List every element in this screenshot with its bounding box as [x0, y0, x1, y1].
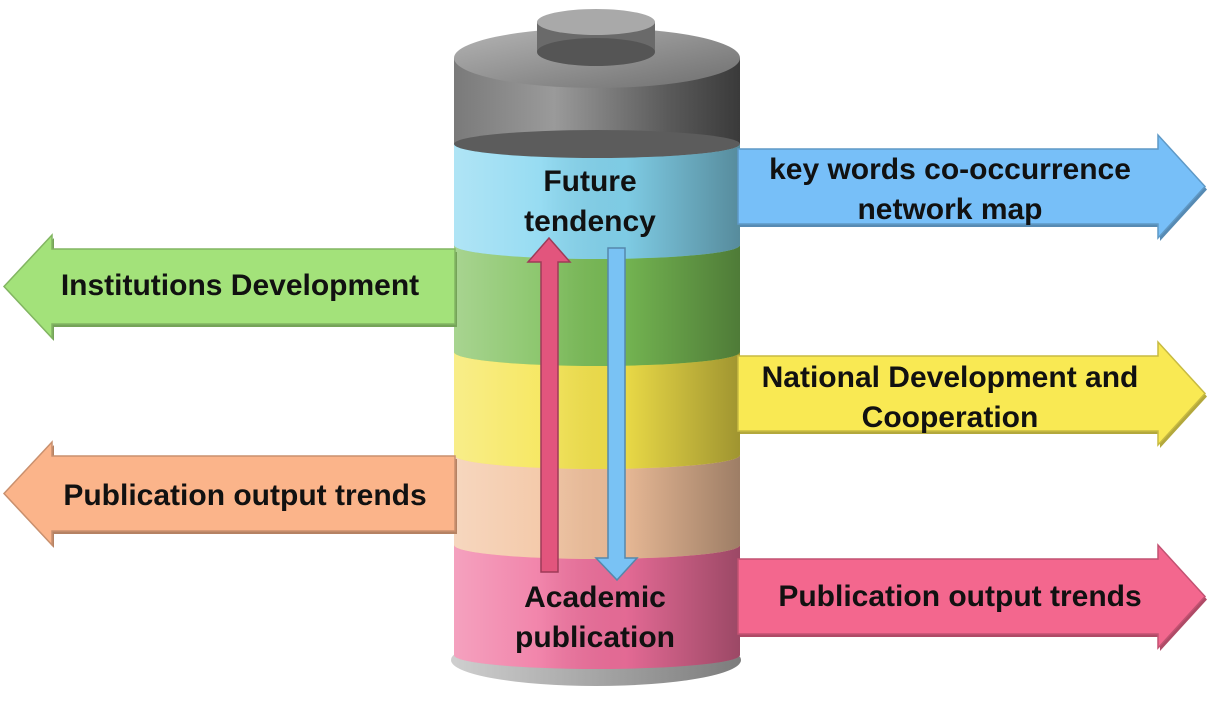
arrow-trends-left — [2, 440, 457, 548]
institutions-development-label: Institutions Development — [60, 269, 420, 302]
battery-segments — [454, 130, 740, 669]
future-tendency-label: Future tendency — [524, 165, 656, 238]
academic-publication-label: Academic publication — [515, 581, 675, 654]
arrow-keywords — [737, 133, 1207, 241]
downward-arrow — [594, 247, 639, 582]
arrow-national — [737, 340, 1207, 448]
national-development-label: National Development and Cooperation — [761, 361, 1139, 434]
keywords-network-label: key words co-occurrence network map — [769, 153, 1131, 226]
battery-cap — [454, 9, 740, 158]
publication-trends-right-label: Publication output trends — [778, 580, 1142, 613]
publication-trends-left-label: Publication output trends — [63, 479, 427, 512]
arrow-institutions — [2, 233, 457, 341]
upward-arrow — [526, 236, 572, 573]
arrow-trends-right — [737, 543, 1207, 651]
